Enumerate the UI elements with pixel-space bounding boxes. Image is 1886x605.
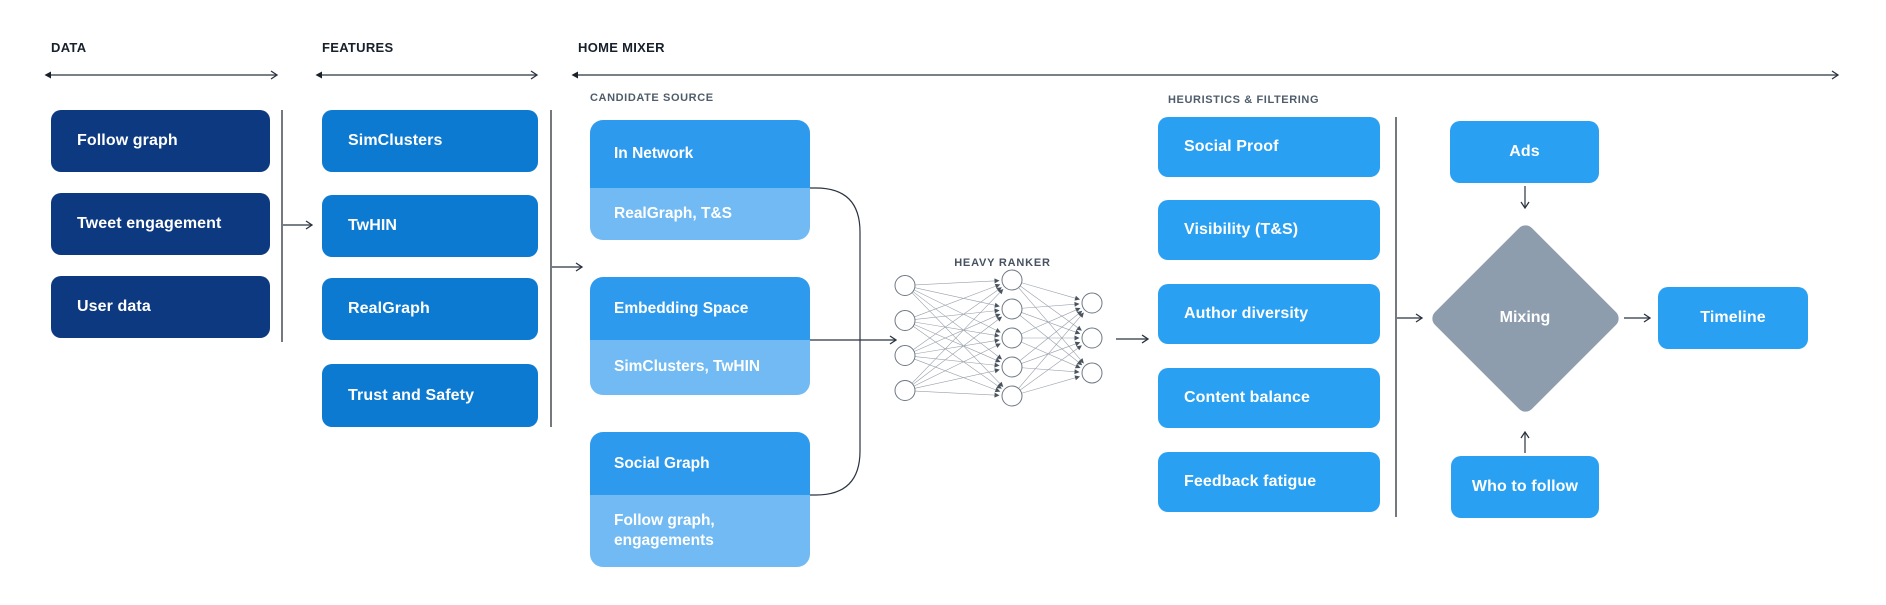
- box-tweet-engagement: Tweet engagement: [51, 193, 270, 255]
- box-visibility-ts: Visibility (T&S): [1158, 200, 1380, 260]
- neural-net-node: [1001, 356, 1023, 378]
- neural-net-node: [1001, 298, 1023, 320]
- heavy-ranker-network: [894, 269, 1103, 407]
- candidate-card-social-graph: Social Graph Follow graph, engagements: [590, 432, 810, 567]
- heuristics-filtering-label: HEURISTICS & FILTERING: [1168, 94, 1320, 106]
- box-follow-graph: Follow graph: [51, 110, 270, 172]
- home-mixer-section-header: HOME MIXER: [578, 40, 665, 55]
- box-author-diversity: Author diversity: [1158, 284, 1380, 344]
- heavy-ranker-label: HEAVY RANKER: [954, 257, 1051, 269]
- card-subtitle: SimClusters, TwHIN: [590, 340, 810, 395]
- data-section-header: DATA: [51, 40, 87, 55]
- connector-in-network: [810, 187, 861, 340]
- box-feedback-fatigue: Feedback fatigue: [1158, 452, 1380, 512]
- box-trust-and-safety: Trust and Safety: [322, 364, 538, 427]
- box-realgraph: RealGraph: [322, 278, 538, 340]
- box-ads: Ads: [1450, 121, 1599, 183]
- box-twhin: TwHIN: [322, 195, 538, 257]
- candidate-card-embedding-space: Embedding Space SimClusters, TwHIN: [590, 277, 810, 395]
- box-timeline: Timeline: [1658, 287, 1808, 349]
- neural-net-node: [894, 275, 916, 296]
- neural-net-node: [894, 310, 916, 331]
- card-subtitle: Follow graph, engagements: [590, 495, 810, 567]
- candidate-source-label: CANDIDATE SOURCE: [590, 92, 714, 104]
- neural-net-node: [894, 380, 916, 401]
- candidate-card-in-network: In Network RealGraph, T&S: [590, 120, 810, 240]
- neural-net-node: [1001, 327, 1023, 349]
- neural-net-node: [1001, 269, 1023, 291]
- neural-net-node: [894, 345, 916, 366]
- card-subtitle: RealGraph, T&S: [590, 188, 810, 240]
- card-title: In Network: [590, 120, 810, 188]
- card-title: Social Graph: [590, 432, 810, 495]
- box-who-to-follow: Who to follow: [1451, 456, 1599, 518]
- neural-net-node: [1081, 292, 1103, 314]
- features-section-header: FEATURES: [322, 40, 394, 55]
- neural-net-node: [1081, 362, 1103, 384]
- mixing-label: Mixing: [1499, 309, 1551, 326]
- box-social-proof: Social Proof: [1158, 117, 1380, 177]
- box-user-data: User data: [51, 276, 270, 338]
- neural-net-node: [1081, 327, 1103, 349]
- box-simclusters: SimClusters: [322, 110, 538, 172]
- card-title: Embedding Space: [590, 277, 810, 340]
- neural-net-node: [1001, 385, 1023, 407]
- box-content-balance: Content balance: [1158, 368, 1380, 428]
- connector-social-graph: [810, 340, 861, 496]
